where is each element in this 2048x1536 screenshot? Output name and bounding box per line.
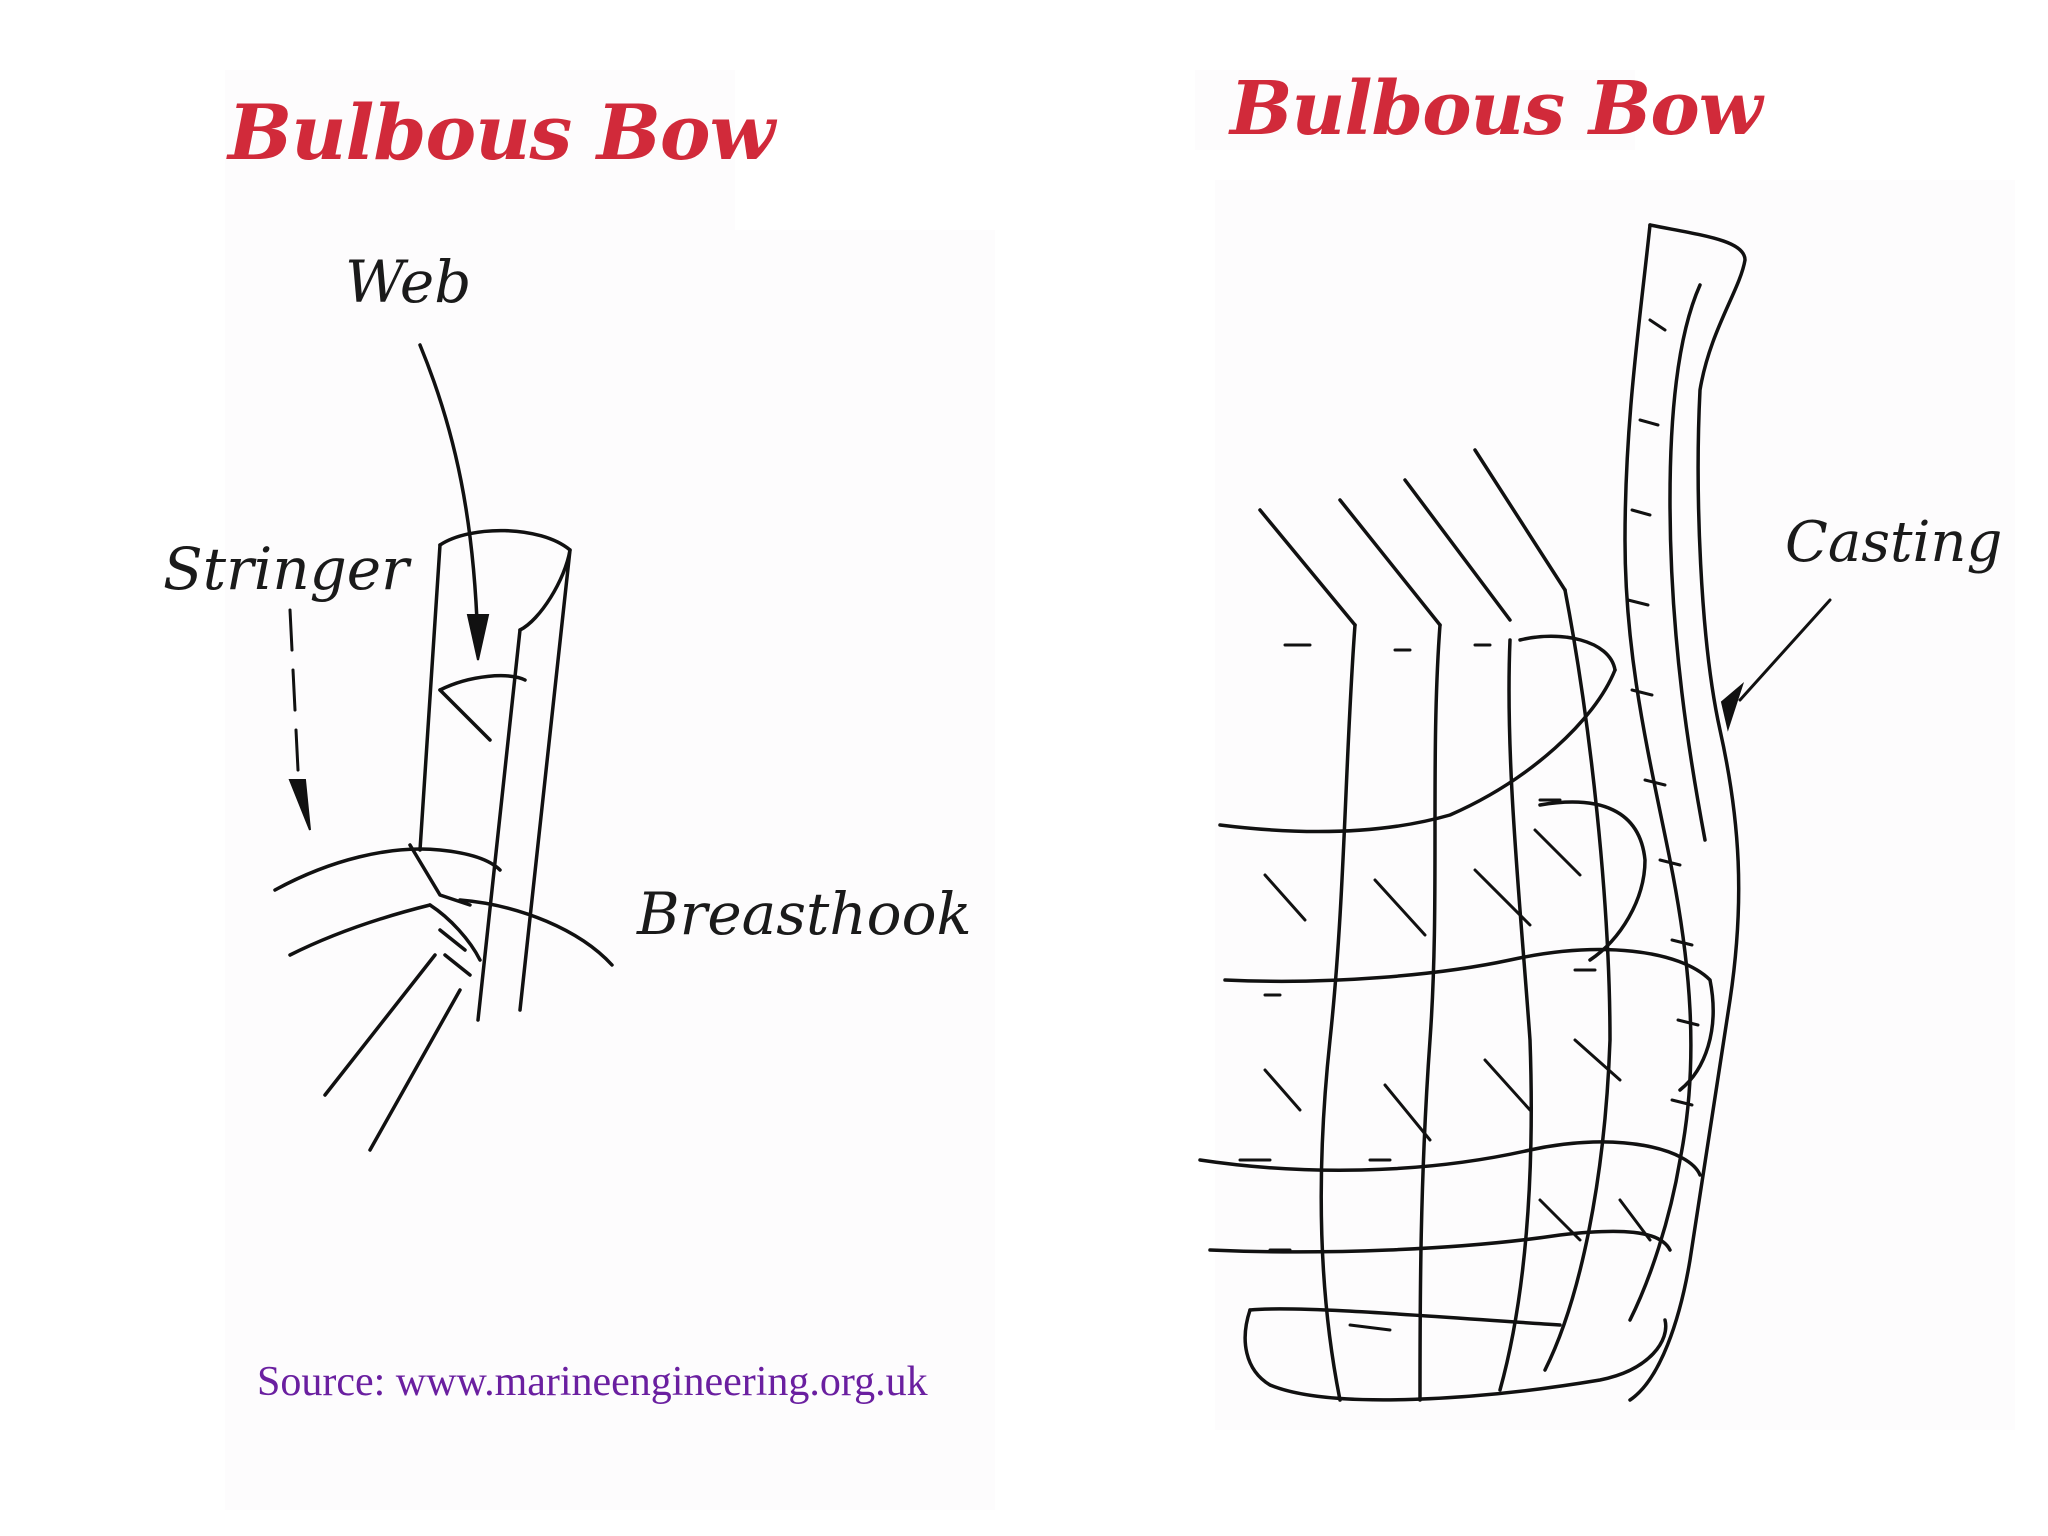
bulb-bottom bbox=[1243, 1308, 1668, 1402]
stringer-curves bbox=[273, 847, 502, 892]
left-drawing-background bbox=[225, 230, 995, 1510]
right-drawing-background bbox=[1215, 180, 2015, 1430]
web-arrowhead bbox=[466, 614, 490, 661]
right-panel-background bbox=[1195, 70, 1635, 150]
web-label: Web bbox=[345, 248, 472, 316]
stringer-arrow bbox=[288, 608, 300, 772]
frame-tops bbox=[1258, 508, 1357, 627]
lower-frames bbox=[323, 953, 437, 1097]
casting-rungs bbox=[1626, 318, 1700, 1107]
stringer-arrowhead bbox=[288, 779, 311, 831]
vertical-frames bbox=[1319, 623, 1357, 1402]
stringer-label: Stringer bbox=[163, 535, 409, 603]
right-title: Bulbous Bow bbox=[1230, 66, 1762, 152]
breasthook-label: Breasthook bbox=[637, 880, 972, 948]
web-arrow bbox=[418, 343, 480, 652]
waterlines bbox=[1218, 668, 1617, 834]
shell-strakes bbox=[1263, 873, 1307, 922]
left-panel-background bbox=[225, 70, 735, 230]
dashes bbox=[1238, 643, 1597, 1332]
breasthook-curves bbox=[458, 898, 614, 967]
left-title: Bulbous Bow bbox=[228, 88, 775, 177]
source-caption: Source: www.marineengineering.org.uk bbox=[257, 1359, 928, 1405]
casting-arrowhead bbox=[1720, 681, 1745, 732]
stem-outline bbox=[438, 528, 572, 632]
stem-casting bbox=[1628, 223, 1747, 1402]
casting-arrow bbox=[1738, 598, 1832, 702]
casting-label: Casting bbox=[1785, 510, 2003, 575]
